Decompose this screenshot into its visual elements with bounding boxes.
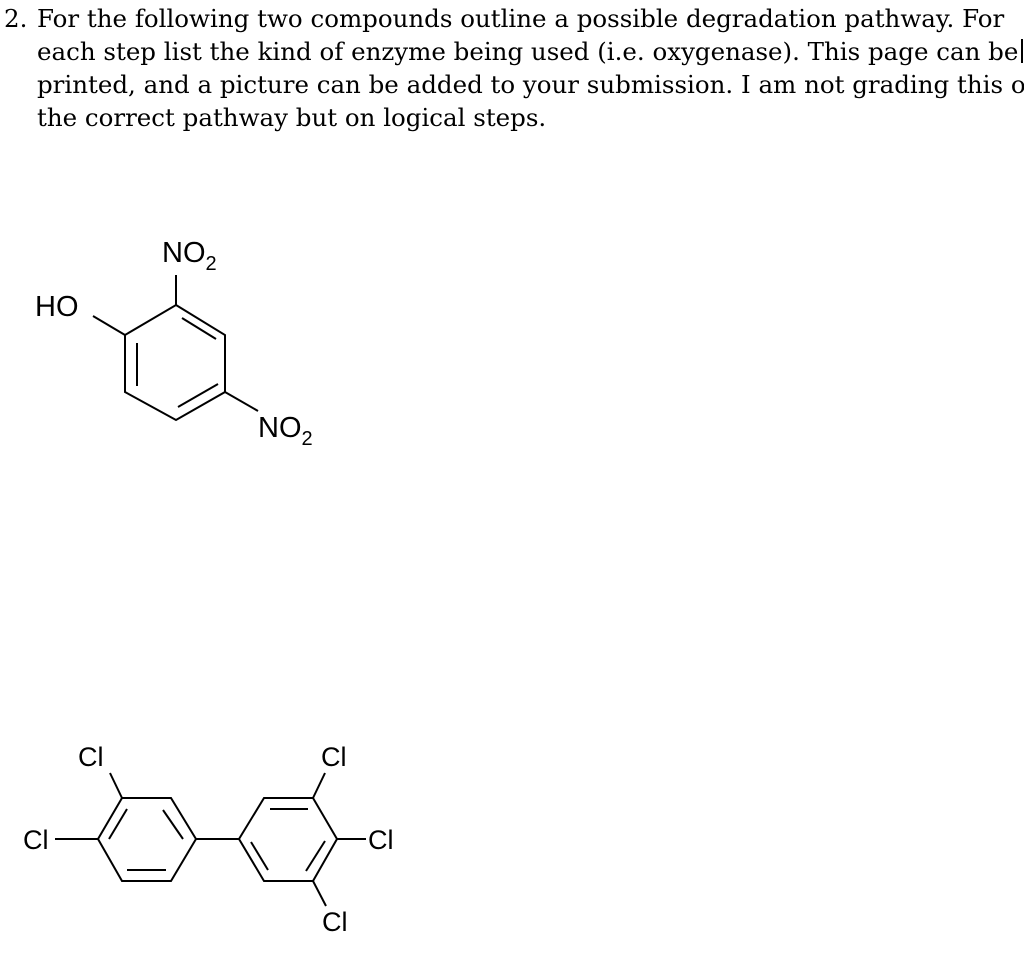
right-ring-double-b [305, 840, 326, 872]
label-no2-right: NO2 [258, 412, 313, 450]
label-ho: HO [35, 291, 79, 323]
label-cl-right-top: Cl [321, 742, 347, 772]
compound-dinitrophenol [92, 275, 259, 422]
right-ring-double-c [250, 841, 269, 871]
double-bond-1b [177, 383, 219, 408]
left-ring-double-a [108, 808, 128, 840]
bond-cl-right-top [312, 772, 326, 799]
benzene-ring-right [237, 797, 339, 882]
label-no2-top: NO2 [162, 237, 217, 275]
question-line-4: the correct pathway but on logical steps… [37, 103, 547, 132]
double-bond-1a [181, 317, 217, 340]
question-line-3: printed, and a picture can be added to y… [37, 70, 1024, 99]
left-ring-double-b [162, 809, 184, 840]
question-line-1: 2.For the following two compounds outlin… [4, 4, 1005, 33]
benzene-ring-left [96, 797, 198, 882]
bond-cl-right-bottom [312, 880, 327, 907]
question-text: 2.For the following two compounds outlin… [4, 2, 1024, 134]
label-cl-right: Cl [368, 825, 394, 855]
label-cl-left-top: Cl [78, 742, 104, 772]
compound-pcb [55, 772, 366, 907]
bond-cl-left-top [109, 772, 123, 799]
bond-to-no2-right [224, 391, 259, 412]
label-cl-right-bottom: Cl [322, 907, 348, 937]
question-number: 2. [4, 4, 28, 33]
bond-to-ho [92, 315, 126, 336]
text-cursor [1021, 39, 1024, 63]
question-line-2: each step list the kind of enzyme being … [4, 35, 1024, 68]
label-cl-left: Cl [23, 825, 49, 855]
benzene-ring-1 [124, 303, 226, 422]
